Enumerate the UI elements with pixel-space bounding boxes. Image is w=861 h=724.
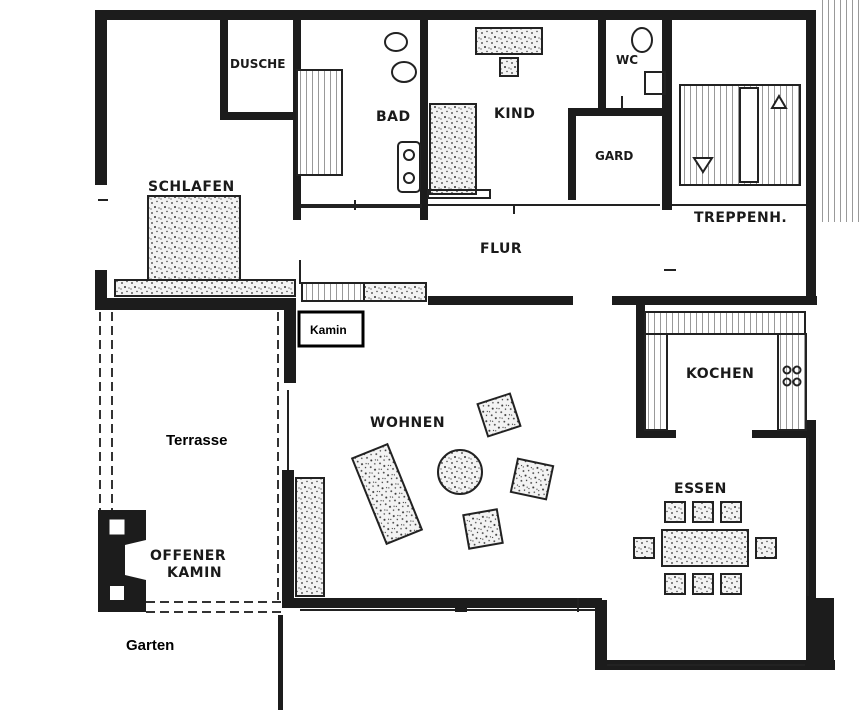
label-kochen: KOCHEN [686, 366, 754, 382]
outer-walls [95, 10, 835, 670]
terrace-outline [99, 312, 282, 613]
door-marks [98, 199, 809, 612]
kind-furniture [427, 27, 543, 199]
label-kamin-annotation: Kamin [310, 323, 347, 337]
label-dusche: DUSCHE [230, 57, 285, 71]
label-garten: Garten [126, 637, 174, 654]
label-terrasse: Terrasse [166, 432, 227, 449]
kamin-box [297, 310, 365, 348]
label-schlafen: SCHLAFEN [148, 179, 235, 195]
outdoor-fireplace [98, 510, 146, 612]
schlafen-bed [114, 195, 296, 297]
label-gard: GARD [595, 149, 633, 163]
label-bad: BAD [376, 109, 411, 125]
bath-fixtures [384, 32, 421, 193]
stairs [664, 84, 801, 271]
dining-set [633, 501, 777, 595]
label-wc: WC [616, 53, 638, 67]
interior-walls [95, 20, 817, 666]
shower-tub [296, 69, 343, 176]
label-offener: OFFENER [150, 548, 226, 564]
label-flur: FLUR [480, 241, 522, 257]
kitchen-counters [644, 311, 807, 431]
exterior-boards [818, 0, 861, 222]
label-essen: ESSEN [674, 481, 727, 497]
wc-fixtures [621, 27, 666, 110]
kamin-element [301, 282, 427, 302]
label-kind: KIND [494, 106, 535, 122]
label-kamin-outdoor: KAMIN [167, 565, 222, 581]
label-wohnen: WOHNEN [370, 415, 445, 431]
label-treppenh: TREPPENH. [694, 210, 787, 226]
living-furniture [295, 392, 555, 597]
